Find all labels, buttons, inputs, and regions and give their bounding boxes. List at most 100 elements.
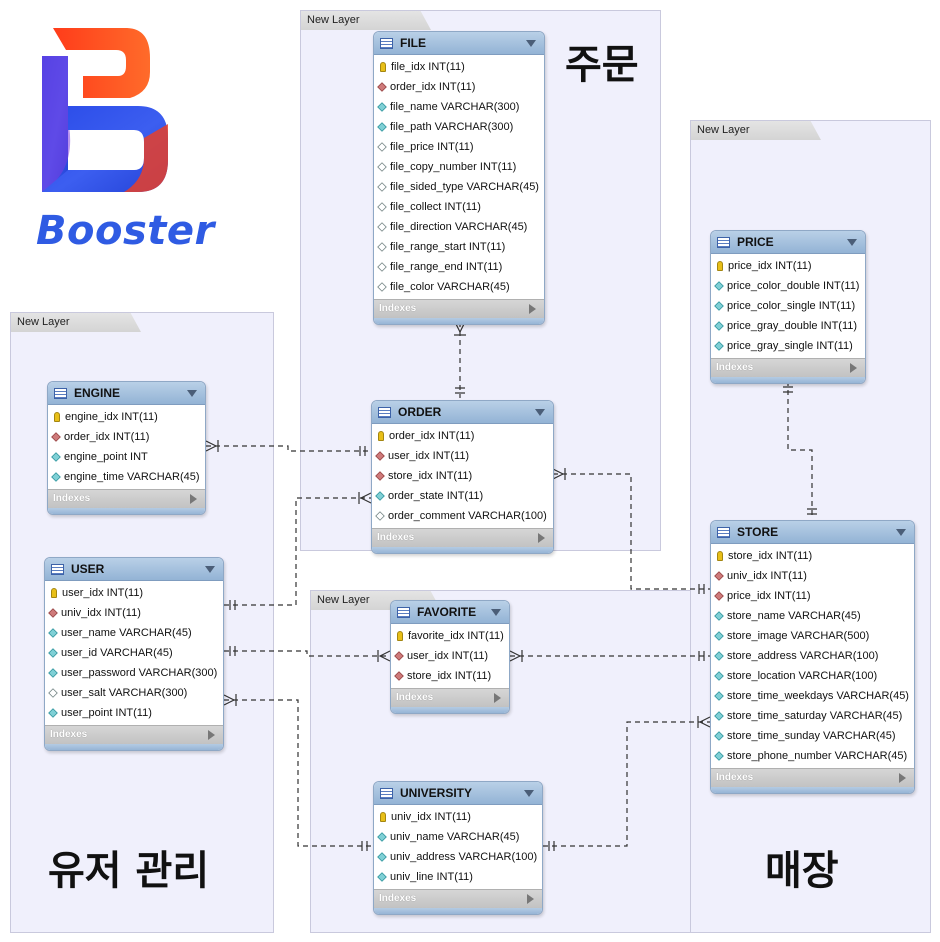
- indexes-section[interactable]: Indexes: [372, 528, 553, 547]
- table-column[interactable]: order_idx INT(11): [372, 426, 553, 446]
- table-column[interactable]: univ_idx INT(11): [374, 807, 542, 827]
- chevron-down-icon[interactable]: [526, 39, 536, 47]
- table-header[interactable]: USER: [45, 558, 223, 581]
- table-column[interactable]: price_gray_single INT(11): [711, 336, 865, 356]
- table-column[interactable]: store_time_saturday VARCHAR(45): [711, 706, 914, 726]
- table-column[interactable]: order_idx INT(11): [48, 427, 205, 447]
- table-column[interactable]: store_idx INT(11): [391, 666, 509, 686]
- table-column[interactable]: price_idx INT(11): [711, 586, 914, 606]
- table-column[interactable]: store_idx INT(11): [711, 546, 914, 566]
- indexes-section[interactable]: Indexes: [711, 768, 914, 787]
- chevron-right-icon[interactable]: [494, 693, 501, 703]
- chevron-down-icon[interactable]: [187, 389, 197, 397]
- table-column[interactable]: store_phone_number VARCHAR(45): [711, 746, 914, 766]
- column-label: engine_time VARCHAR(45): [64, 471, 200, 483]
- table-column[interactable]: store_time_sunday VARCHAR(45): [711, 726, 914, 746]
- table-column[interactable]: file_sided_type VARCHAR(45): [374, 177, 544, 197]
- table-column[interactable]: file_path VARCHAR(300): [374, 117, 544, 137]
- table-column[interactable]: user_id VARCHAR(45): [45, 643, 223, 663]
- table-header[interactable]: STORE: [711, 521, 914, 544]
- chevron-right-icon[interactable]: [190, 494, 197, 504]
- table-column[interactable]: price_gray_double INT(11): [711, 316, 865, 336]
- table-column[interactable]: user_point INT(11): [45, 703, 223, 723]
- table-column[interactable]: price_color_single INT(11): [711, 296, 865, 316]
- table-header[interactable]: PRICE: [711, 231, 865, 254]
- column-label: store_name VARCHAR(45): [727, 610, 861, 622]
- table-column[interactable]: engine_idx INT(11): [48, 407, 205, 427]
- table-header[interactable]: ORDER: [372, 401, 553, 424]
- table-column[interactable]: favorite_idx INT(11): [391, 626, 509, 646]
- chevron-right-icon[interactable]: [850, 363, 857, 373]
- column-label: file_collect INT(11): [390, 201, 481, 213]
- chevron-down-icon[interactable]: [535, 408, 545, 416]
- table-column[interactable]: user_password VARCHAR(300): [45, 663, 223, 683]
- indexes-section[interactable]: Indexes: [374, 889, 542, 908]
- table-column[interactable]: univ_idx INT(11): [45, 603, 223, 623]
- table-column[interactable]: user_salt VARCHAR(300): [45, 683, 223, 703]
- table-column[interactable]: user_idx INT(11): [391, 646, 509, 666]
- table-column[interactable]: store_location VARCHAR(100): [711, 666, 914, 686]
- table-column[interactable]: user_idx INT(11): [45, 583, 223, 603]
- table-column[interactable]: price_color_double INT(11): [711, 276, 865, 296]
- table-header[interactable]: FAVORITE: [391, 601, 509, 624]
- indexes-section[interactable]: Indexes: [48, 489, 205, 508]
- table-header[interactable]: ENGINE: [48, 382, 205, 405]
- table-column[interactable]: univ_line INT(11): [374, 867, 542, 887]
- table-header[interactable]: UNIVERSITY: [374, 782, 542, 805]
- chevron-down-icon[interactable]: [491, 608, 501, 616]
- column-label: price_color_single INT(11): [727, 300, 856, 312]
- table-column[interactable]: univ_name VARCHAR(45): [374, 827, 542, 847]
- table-column[interactable]: file_range_end INT(11): [374, 257, 544, 277]
- table-column[interactable]: file_color VARCHAR(45): [374, 277, 544, 297]
- table-column[interactable]: store_image VARCHAR(500): [711, 626, 914, 646]
- table-column[interactable]: order_idx INT(11): [374, 77, 544, 97]
- chevron-right-icon[interactable]: [899, 773, 906, 783]
- table-column[interactable]: file_name VARCHAR(300): [374, 97, 544, 117]
- chevron-right-icon[interactable]: [527, 894, 534, 904]
- chevron-right-icon[interactable]: [529, 304, 536, 314]
- table-column[interactable]: file_price INT(11): [374, 137, 544, 157]
- chevron-down-icon[interactable]: [205, 565, 215, 573]
- indexes-section[interactable]: Indexes: [711, 358, 865, 377]
- table-column[interactable]: engine_time VARCHAR(45): [48, 467, 205, 487]
- table-column[interactable]: store_name VARCHAR(45): [711, 606, 914, 626]
- column-label: file_price INT(11): [390, 141, 474, 153]
- table-column[interactable]: order_state INT(11): [372, 486, 553, 506]
- table-column[interactable]: store_idx INT(11): [372, 466, 553, 486]
- table-header[interactable]: FILE: [374, 32, 544, 55]
- table-column[interactable]: order_comment VARCHAR(100): [372, 506, 553, 526]
- table-column[interactable]: univ_address VARCHAR(100): [374, 847, 542, 867]
- indexes-section[interactable]: Indexes: [391, 688, 509, 707]
- indexes-section[interactable]: Indexes: [45, 725, 223, 744]
- table-column[interactable]: store_time_weekdays VARCHAR(45): [711, 686, 914, 706]
- primary-key-icon: [54, 412, 60, 422]
- table-column[interactable]: store_address VARCHAR(100): [711, 646, 914, 666]
- indexes-section[interactable]: Indexes: [374, 299, 544, 318]
- table-column[interactable]: univ_idx INT(11): [711, 566, 914, 586]
- chevron-right-icon[interactable]: [208, 730, 215, 740]
- table-column[interactable]: file_range_start INT(11): [374, 237, 544, 257]
- table-column[interactable]: file_direction VARCHAR(45): [374, 217, 544, 237]
- chevron-down-icon[interactable]: [847, 238, 857, 246]
- chevron-down-icon[interactable]: [524, 789, 534, 797]
- column-label: user_idx INT(11): [407, 650, 489, 662]
- table-column[interactable]: file_idx INT(11): [374, 57, 544, 77]
- table-column[interactable]: file_collect INT(11): [374, 197, 544, 217]
- table-column[interactable]: price_idx INT(11): [711, 256, 865, 276]
- table-column[interactable]: engine_point INT: [48, 447, 205, 467]
- column-label: store_time_saturday VARCHAR(45): [727, 710, 903, 722]
- table-column[interactable]: file_copy_number INT(11): [374, 157, 544, 177]
- booster-logo-icon: [42, 28, 168, 192]
- chevron-down-icon[interactable]: [896, 528, 906, 536]
- table-column[interactable]: user_name VARCHAR(45): [45, 623, 223, 643]
- chevron-right-icon[interactable]: [538, 533, 545, 543]
- table-column[interactable]: user_idx INT(11): [372, 446, 553, 466]
